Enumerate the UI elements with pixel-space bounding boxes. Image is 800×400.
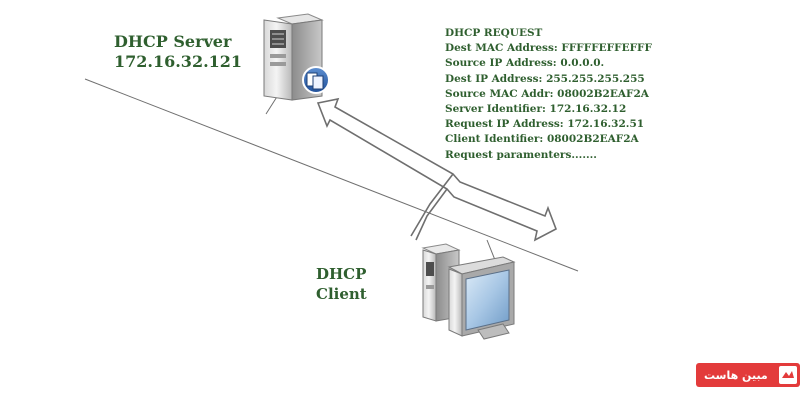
- packet-line: Source IP Address: 0.0.0.0.: [445, 57, 605, 70]
- packet-line: DHCP REQUEST: [445, 27, 543, 39]
- brand-watermark: مبین هاست: [696, 363, 800, 387]
- packet-line: Client Identifier: 08002B2EAF2A: [445, 133, 639, 146]
- server-icon: [263, 13, 324, 101]
- packet-line: Dest IP Address: 255.255.255.255: [445, 72, 645, 85]
- server-label: DHCP Server 172.16.32.121: [114, 32, 242, 72]
- packet-line: Request IP Address: 172.16.32.51: [445, 118, 645, 131]
- request-arrow: [316, 97, 558, 242]
- brand-logo-text: مبین هاست: [704, 368, 768, 382]
- packet-line: Request paramenters.......: [445, 148, 597, 161]
- server-ip: 172.16.32.121: [114, 52, 243, 71]
- packet-line: Dest MAC Address: FFFFFEFFEFFF: [445, 42, 652, 55]
- client-label: DHCP Client: [316, 264, 367, 304]
- brand-logo-icon: [779, 366, 797, 384]
- client-computer-icon: [421, 243, 516, 340]
- server-badge-icon: [302, 66, 330, 94]
- packet-line: Server Identifier: 172.16.32.12: [445, 103, 627, 116]
- packet-line: Source MAC Addr: 08002B2EAF2A: [445, 87, 649, 100]
- dhcp-request-details: DHCP REQUEST Dest MAC Address: FFFFFEFFE…: [445, 26, 652, 163]
- server-name: DHCP Server: [114, 32, 232, 51]
- client-name-line2: Client: [316, 285, 367, 303]
- network-line: [84, 78, 579, 272]
- client-name-line1: DHCP: [316, 265, 367, 283]
